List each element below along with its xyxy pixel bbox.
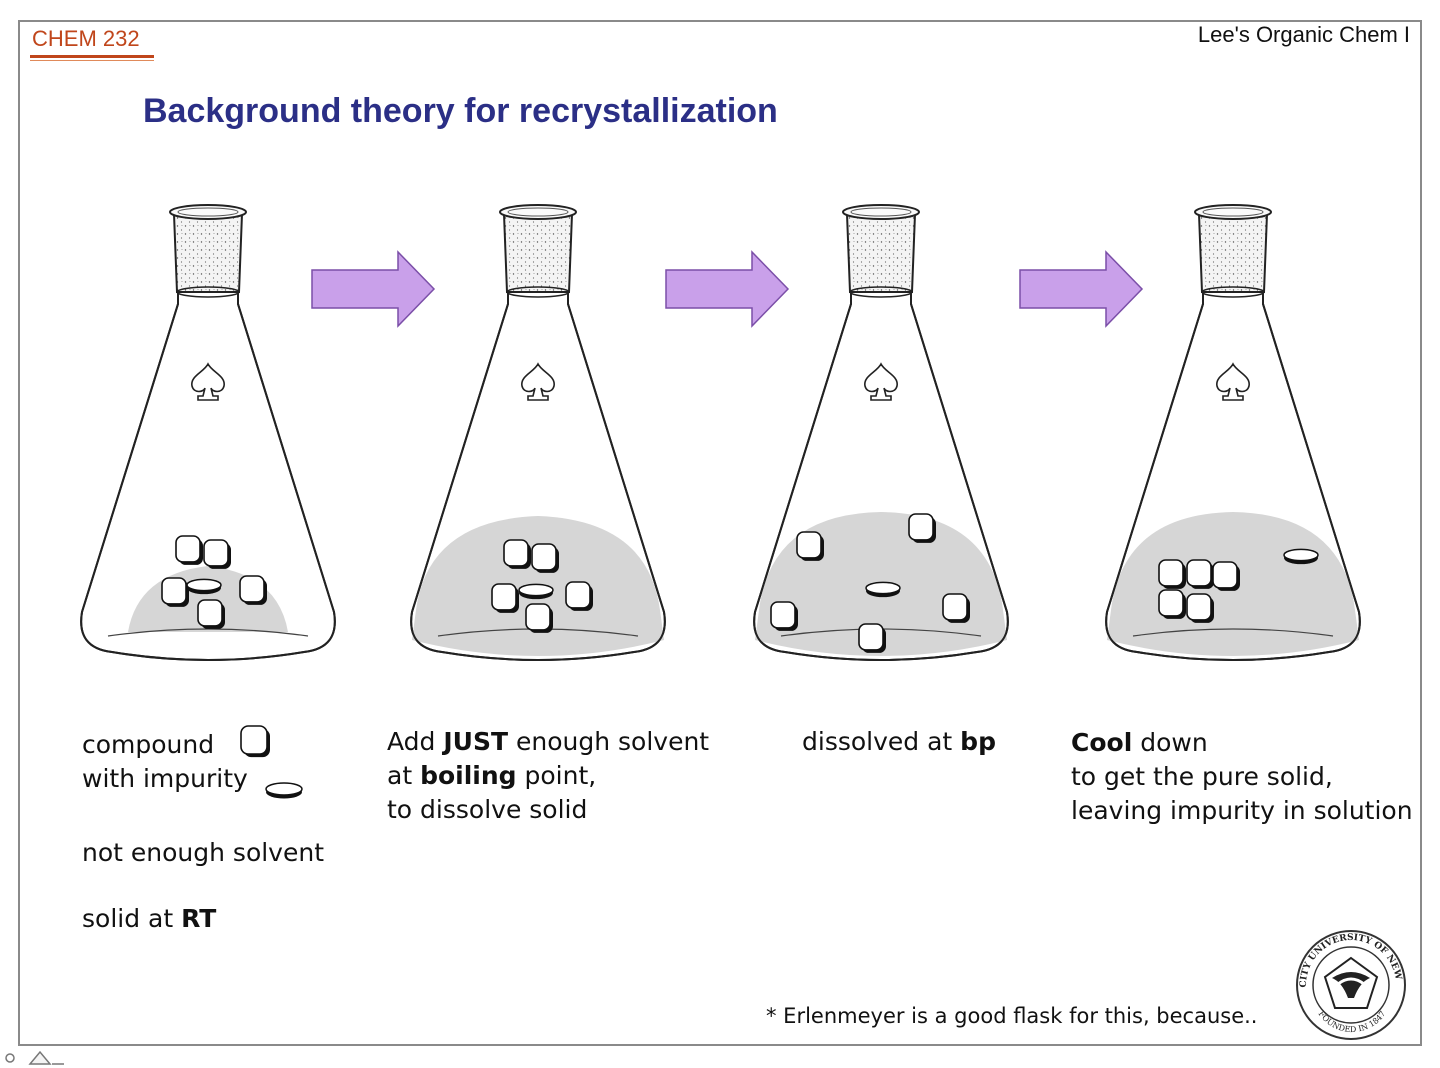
right-arrow-icon	[1019, 250, 1144, 328]
right-arrow-icon	[311, 250, 436, 328]
spade-symbol-icon	[521, 362, 555, 401]
caption-line: Add JUST enough solvent	[387, 727, 710, 756]
course-title: Lee's Organic Chem I	[1197, 22, 1410, 47]
spade-symbol-icon	[191, 362, 225, 401]
compound-crystal-icon	[1186, 559, 1214, 589]
compound-crystal-icon	[203, 539, 231, 569]
caption-line: leaving impurity in solution	[1071, 796, 1413, 825]
caption-line: with impurity	[82, 764, 248, 793]
caption-line: Cool down	[1071, 728, 1208, 757]
compound-crystal-icon	[197, 599, 225, 629]
compound-crystal-icon	[239, 575, 267, 605]
compound-crystal-icon	[908, 513, 936, 543]
course-code-underline	[30, 55, 154, 58]
compound-crystal-icon	[240, 725, 270, 758]
compound-crystal-icon	[858, 623, 886, 653]
erlenmeyer-flask-icon	[410, 204, 666, 661]
course-code-underline-thin	[30, 60, 154, 61]
stopper-icon	[842, 204, 920, 298]
compound-crystal-icon	[175, 535, 203, 565]
impurity-disc-icon	[186, 578, 222, 595]
impurity-disc-icon	[265, 782, 303, 799]
impurity-disc-icon	[1283, 548, 1319, 565]
footnote: * Erlenmeyer is a good flask for this, b…	[766, 1004, 1258, 1028]
erlenmeyer-flask-icon	[753, 204, 1009, 661]
impurity-disc-icon	[865, 581, 901, 598]
caption-line: to dissolve solid	[387, 795, 588, 824]
stopper-icon	[169, 204, 247, 298]
erlenmeyer-flask-icon	[1105, 204, 1361, 661]
compound-crystal-icon	[503, 539, 531, 569]
impurity-disc-icon	[518, 583, 554, 600]
caption-line: to get the pure solid,	[1071, 762, 1333, 791]
stopper-icon	[1194, 204, 1272, 298]
slide-navigation-icon[interactable]	[2, 1046, 66, 1066]
compound-crystal-icon	[942, 593, 970, 623]
compound-crystal-icon	[1186, 593, 1214, 623]
slide-title: Background theory for recrystallization	[143, 92, 778, 130]
compound-crystal-icon	[491, 583, 519, 613]
compound-crystal-icon	[770, 601, 798, 631]
caption-step-4: Cool down to get the pure solid, leaving…	[1071, 726, 1413, 828]
compound-crystal-icon	[1212, 561, 1240, 591]
caption-line: at boiling point,	[387, 761, 597, 790]
compound-crystal-icon	[161, 577, 189, 607]
compound-crystal-icon	[1158, 589, 1186, 619]
caption-step-1: compound with impurity not enough solven…	[82, 728, 324, 936]
caption-step-3: dissolved at bp	[802, 725, 996, 759]
spade-symbol-icon	[1216, 362, 1250, 401]
spade-symbol-icon	[864, 362, 898, 401]
compound-crystal-icon	[565, 581, 593, 611]
course-code: CHEM 232	[32, 26, 140, 51]
compound-crystal-icon	[796, 531, 824, 561]
caption-line: solid at RT	[82, 904, 217, 933]
university-seal-icon: THE CITY UNIVERSITY OF NEW YORK FOUNDED …	[1288, 922, 1406, 1040]
erlenmeyer-flask-icon	[80, 204, 336, 661]
compound-crystal-icon	[525, 603, 553, 633]
stopper-icon	[499, 204, 577, 298]
caption-step-2: Add JUST enough solvent at boiling point…	[387, 725, 709, 827]
compound-crystal-icon	[1158, 559, 1186, 589]
caption-line: compound	[82, 730, 215, 759]
compound-crystal-icon	[531, 543, 559, 573]
caption-line: dissolved at bp	[802, 727, 996, 756]
caption-line: not enough solvent	[82, 838, 325, 867]
right-arrow-icon	[665, 250, 790, 328]
